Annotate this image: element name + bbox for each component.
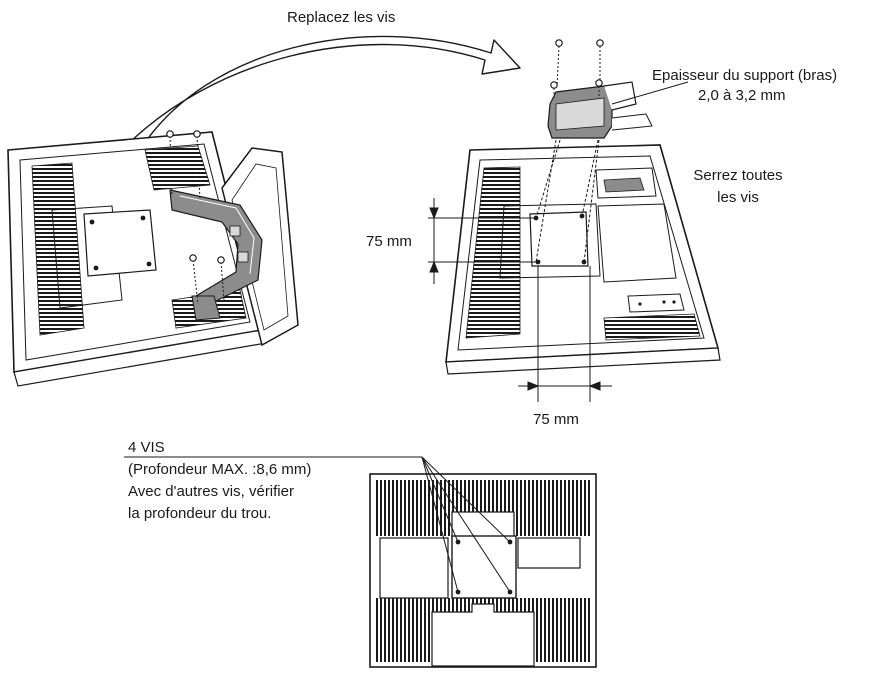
vertical-dimension-label: 75 mm [366,233,412,250]
replace-screws-label: Replacez les vis [287,9,396,26]
arm-bracket [547,39,689,139]
horizontal-dimension [518,266,612,402]
bottom-monitor [369,473,597,668]
screws-depth-label: (Profondeur MAX. :8,6 mm) [128,461,312,478]
arm-thickness-label: Epaisseur du support (bras) [652,67,838,84]
screws-leader [124,456,511,593]
tighten-screws-label-2: les vis [717,189,759,206]
curved-arrow [121,35,521,151]
screws-other-label: Avec d'autres vis, vérifier [128,483,294,500]
tighten-screws-label: Serrez toutes [693,167,783,184]
horizontal-dimension-label: 75 mm [533,411,579,428]
vertical-dimension [428,198,538,284]
screws-hole-label: la profondeur du trou. [128,505,272,522]
left-monitor [7,130,299,387]
arm-thickness-value: 2,0 à 3,2 mm [698,87,786,104]
screws-count-label: 4 VIS [128,439,165,456]
right-monitor [445,139,721,375]
